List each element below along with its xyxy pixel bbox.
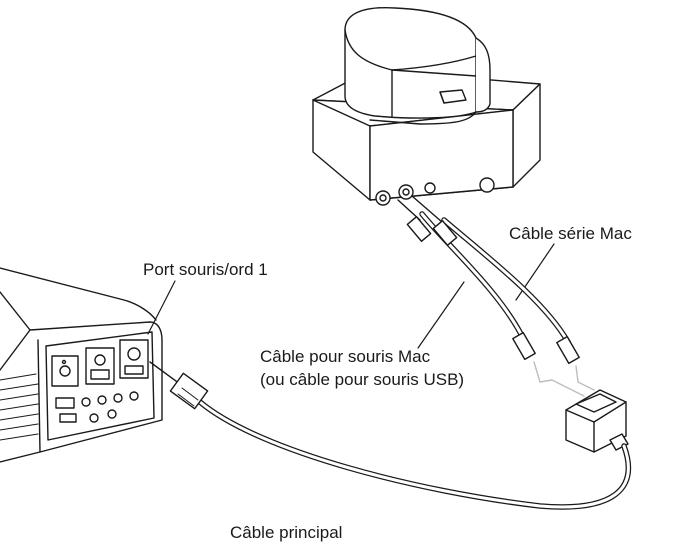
mac-serial-cable — [411, 195, 580, 365]
mouse-cable-label-line1: Câble pour souris Mac — [260, 347, 431, 366]
adapter-short-cables — [533, 361, 595, 397]
serial-cable-label: Câble série Mac — [509, 224, 632, 243]
mouse-cable-label-line2: (ou câble pour souris USB) — [260, 370, 465, 389]
mac-port-middle — [398, 184, 414, 200]
mouse-computer-port — [119, 339, 149, 379]
port-label: Port souris/ord 1 — [143, 260, 268, 279]
leader-port — [147, 280, 176, 335]
main-cable-label: Câble principal — [230, 523, 343, 542]
mac-port-left — [375, 190, 391, 206]
mac-computer — [312, 7, 541, 206]
projector — [0, 267, 163, 463]
leader-serial-cable — [515, 243, 555, 301]
cable-adapter — [565, 389, 629, 453]
leader-mouse-cable — [417, 281, 465, 349]
main-cable — [149, 361, 632, 510]
mac-mouse-cable — [397, 199, 536, 361]
